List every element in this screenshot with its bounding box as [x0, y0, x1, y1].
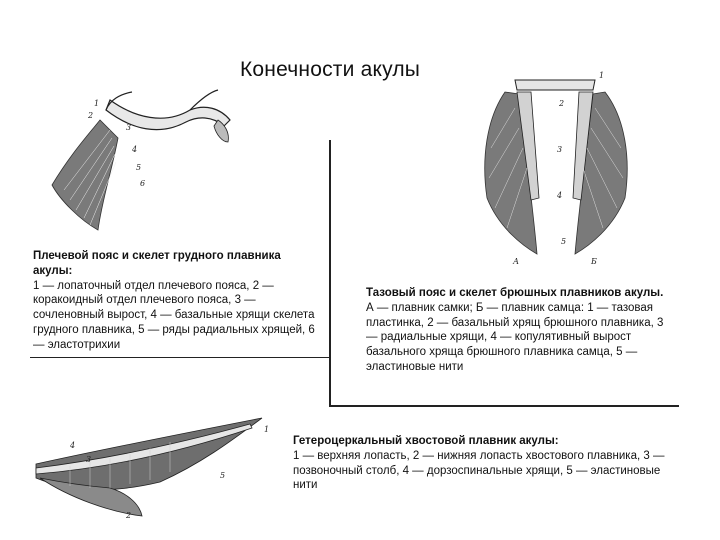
svg-text:5: 5: [561, 237, 566, 246]
pelvic-caption-heading: Тазовый пояс и скелет брюшных плавников …: [366, 287, 664, 299]
svg-text:1: 1: [264, 425, 269, 434]
svg-text:4: 4: [556, 191, 562, 200]
svg-text:Б: Б: [590, 257, 597, 266]
svg-text:4: 4: [131, 145, 137, 154]
vertebral-column: [35, 423, 253, 475]
svg-text:А: А: [512, 257, 519, 266]
shoulder-girdle: [105, 89, 231, 131]
divider-vertical: [329, 140, 331, 406]
pectoral-caption-heading: Плечевой пояс и скелет грудного плавника…: [33, 250, 281, 277]
svg-text:5: 5: [220, 471, 225, 480]
page-title: Конечности акулы: [240, 58, 421, 81]
svg-text:3: 3: [86, 455, 91, 464]
svg-text:1: 1: [94, 99, 99, 108]
lower-lobe: [39, 477, 143, 517]
svg-text:5: 5: [136, 163, 141, 172]
pectoral-caption-body: 1 — лопаточный отдел плечевого пояса, 2 …: [33, 279, 315, 351]
svg-text:2: 2: [125, 511, 131, 520]
svg-text:2: 2: [87, 111, 93, 120]
pectoral-fin-figure: 12 3 4 5 6: [51, 89, 231, 231]
pelvic-fin-figure: 1 2 3 4 5 А Б: [484, 71, 628, 266]
divider-left: [30, 357, 330, 358]
pelvic-caption-body: А — плавник самки; Б — плавник самца: 1 …: [366, 301, 664, 373]
svg-text:6: 6: [140, 179, 145, 188]
small-fin-right: [213, 119, 229, 143]
pelvic-plate: [514, 79, 596, 91]
caudal-caption-body: 1 — верхняя лопасть, 2 — нижняя лопасть …: [293, 449, 665, 492]
svg-text:3: 3: [557, 145, 562, 154]
basal-cartilages: [516, 91, 594, 201]
divider-right: [329, 405, 679, 407]
caudal-caption-heading: Гетероцеркальный хвостовой плавник акулы…: [293, 435, 559, 447]
fin-radials-left: [51, 119, 119, 231]
caudal-caption: Гетероцеркальный хвостовой плавник акулы…: [293, 434, 683, 493]
svg-text:2: 2: [558, 99, 564, 108]
svg-text:3: 3: [126, 123, 131, 132]
svg-text:1: 1: [599, 71, 604, 80]
svg-text:4: 4: [69, 441, 75, 450]
pelvic-caption: Тазовый пояс и скелет брюшных плавников …: [366, 286, 668, 375]
pectoral-caption: Плечевой пояс и скелет грудного плавника…: [33, 249, 318, 353]
caudal-fin-figure: 4 3 1 5 2: [35, 417, 269, 520]
